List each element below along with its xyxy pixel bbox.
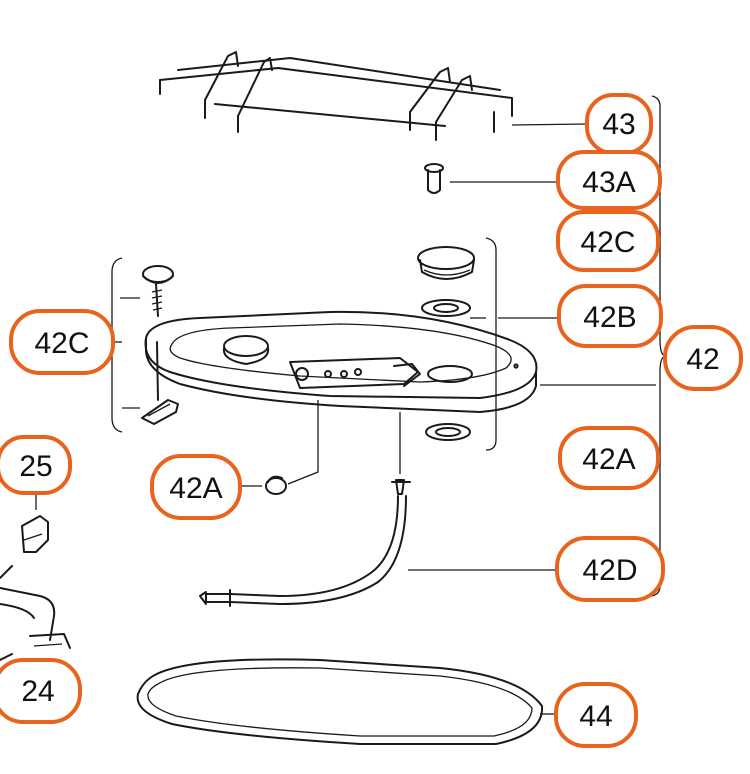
callout-43a-text: 43A [582,166,635,199]
callout-42c-right: 42C [556,210,660,272]
group-bracket-left [111,257,140,433]
callout-42d-text: 42D [582,554,637,587]
callout-44-text: 44 [579,700,612,733]
burner-cap-part [417,246,475,280]
left-knob-screw-part [141,265,179,425]
callout-42a-left-text: 42A [169,472,222,505]
callout-42c-left: 42C [9,309,115,375]
leader-lines [13,95,667,715]
callout-42c-right-text: 42C [580,226,635,259]
gas-hose-part [199,479,411,607]
callout-43: 43 [585,93,653,155]
callout-43a: 43A [556,150,662,210]
callout-42b-text: 42B [583,301,636,334]
callout-42a-left: 42A [150,454,242,520]
callout-43-text: 43 [602,108,635,141]
callout-24: 24 [0,658,82,724]
grate-part [159,51,513,141]
gasket-ring-part [136,658,544,745]
callout-25: 25 [0,435,72,495]
callout-42b: 42B [557,284,663,348]
callout-42-text: 42 [686,343,719,376]
callout-42c-left-text: 42C [34,327,89,360]
callout-24-text: 24 [21,675,54,708]
washer-part-lower [425,423,471,441]
peg-part [424,163,444,194]
small-knob-part [265,475,287,495]
callout-25-text: 25 [19,450,52,483]
callout-44: 44 [554,682,638,748]
callout-42a-right-text: 42A [582,443,635,476]
callout-42a-right: 42A [558,426,660,490]
burner-tray-part [144,310,538,413]
washer-part [421,299,471,317]
callout-42d: 42D [555,536,665,602]
callout-42: 42 [663,325,743,391]
group-bracket-right [470,237,497,451]
